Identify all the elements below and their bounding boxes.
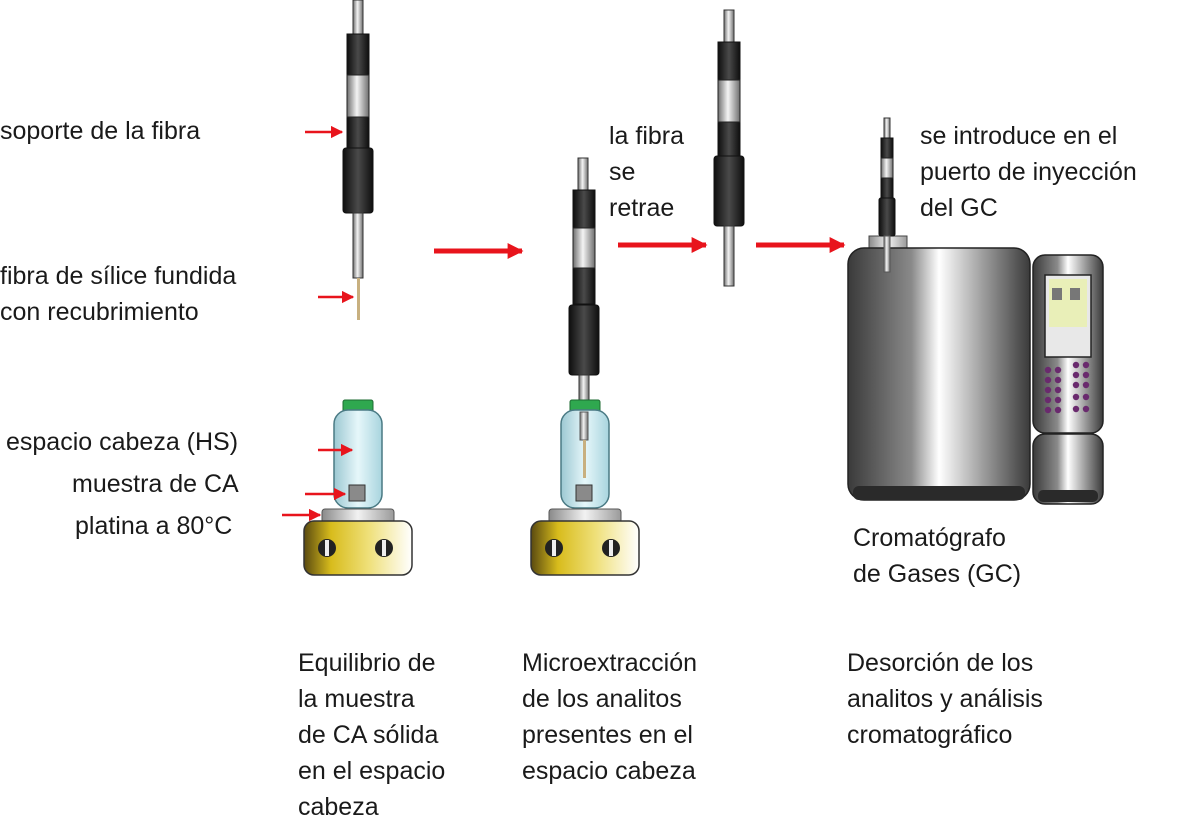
vial-step2 [560,399,610,509]
label-gas-chromatograph: Cromatógrafo de Gases (GC) [853,524,1022,588]
label-fiber-retracts: la fibra se retrae [609,122,685,222]
label-stage-temp: platina a 80°C [75,512,233,540]
keypad [1044,361,1090,414]
spme-syringe-injected [878,117,896,273]
label-injection-port: se introduce en el puerto de inyección d… [920,122,1137,222]
gas-chromatograph [847,235,1104,505]
vial-step1 [333,399,383,509]
label-fused-silica-fiber: fibra de sílice fundida con recubrimient… [0,262,237,326]
label-headspace: espacio cabeza (HS) [6,428,239,456]
spme-syringe-step1 [342,0,374,320]
heating-stage-step1 [303,508,413,576]
label-ac-sample: muestra de CA [72,470,239,498]
heating-stage-step2 [530,508,640,576]
step-2-caption: Microextracción de los analitos presente… [522,649,698,785]
step-1-caption: Equilibrio de la muestra de CA sólida en… [298,649,446,821]
spme-syringe-retracted [713,9,745,287]
label-fiber-holder: soporte de la fibra [0,117,201,145]
step-3-caption: Desorción de los analitos y análisis cro… [847,649,1043,749]
spme-syringe-step2 [568,157,600,421]
